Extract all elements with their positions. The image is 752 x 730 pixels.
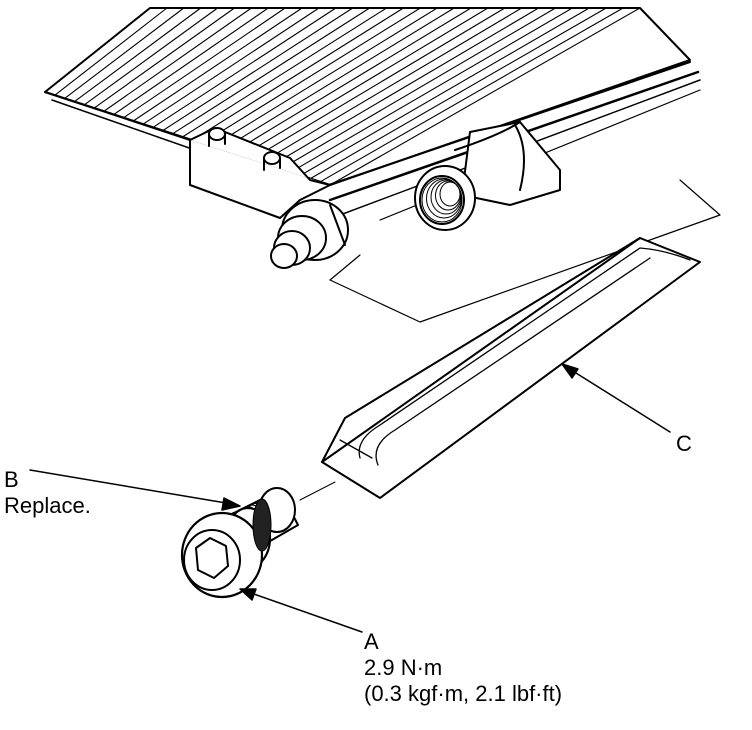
leader-b bbox=[29, 469, 241, 511]
fin-line bbox=[250, 7, 506, 160]
drain-outlet-tube bbox=[414, 121, 561, 231]
fin-line bbox=[221, 7, 455, 151]
radiator-outlet-nozzle bbox=[270, 199, 349, 269]
radiator-fins bbox=[44, 7, 641, 186]
fin-line bbox=[270, 7, 540, 167]
fin-line bbox=[162, 7, 354, 132]
bore-threads bbox=[421, 177, 463, 223]
bore-thread bbox=[426, 178, 462, 219]
fin-line bbox=[260, 7, 523, 164]
fin-line bbox=[73, 7, 202, 103]
fin-line bbox=[44, 7, 151, 93]
fin-line bbox=[64, 7, 185, 99]
callout-b-note: Replace. bbox=[4, 493, 91, 518]
fin-line bbox=[231, 7, 472, 154]
drain-plug-part-a bbox=[180, 487, 299, 599]
tank-end-bracket bbox=[189, 127, 331, 219]
axis-line bbox=[299, 481, 336, 501]
fin-line bbox=[191, 7, 404, 141]
fin-line bbox=[299, 7, 590, 176]
fin-line bbox=[132, 7, 303, 122]
fin-line bbox=[211, 7, 438, 148]
fin-line bbox=[142, 7, 320, 125]
radiator-core bbox=[44, 7, 701, 221]
bore-thread bbox=[439, 181, 461, 207]
o-ring-part-b bbox=[252, 498, 272, 552]
fin-line bbox=[54, 7, 168, 96]
bore-thread bbox=[435, 180, 461, 211]
callout-b-letter: B bbox=[4, 467, 19, 492]
fin-line bbox=[241, 7, 489, 157]
fin-line bbox=[113, 7, 269, 115]
callout-a-torque: 2.9 N·m bbox=[364, 655, 443, 680]
fin-line bbox=[123, 7, 286, 119]
bore-thread bbox=[430, 179, 462, 215]
callout-c-letter: C bbox=[676, 431, 692, 456]
bore-thread bbox=[421, 177, 463, 223]
leader-c bbox=[561, 363, 671, 433]
fin-line bbox=[329, 7, 641, 186]
fin-line bbox=[319, 7, 624, 183]
fin-line bbox=[152, 7, 337, 128]
fin-line bbox=[290, 7, 573, 173]
fin-line bbox=[309, 7, 607, 180]
leader-a bbox=[239, 588, 363, 633]
fin-line bbox=[201, 7, 421, 144]
callout-a-torque-alt: (0.3 kgf·m, 2.1 lbf·ft) bbox=[364, 681, 563, 706]
fin-line bbox=[93, 7, 236, 109]
fin-line bbox=[172, 7, 371, 135]
shadow-panel bbox=[329, 179, 721, 323]
callout-a-letter: A bbox=[364, 629, 379, 654]
undercover-part-c bbox=[321, 237, 701, 499]
fin-line bbox=[103, 7, 252, 112]
fin-line bbox=[182, 7, 388, 138]
fin-line bbox=[280, 7, 557, 170]
fin-line bbox=[83, 7, 219, 106]
